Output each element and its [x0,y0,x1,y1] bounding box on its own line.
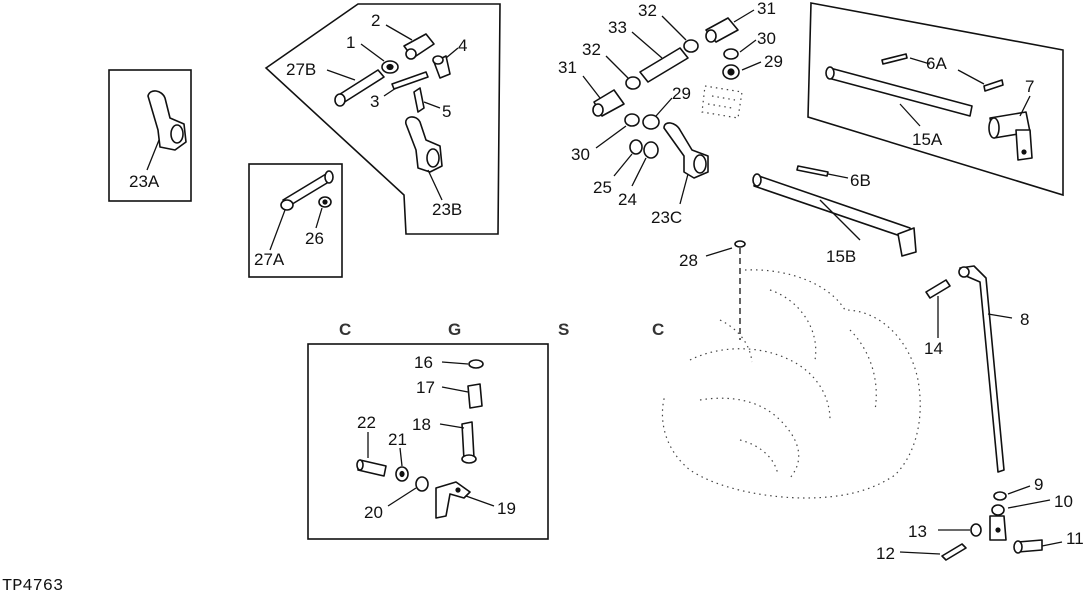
callout-7: 7 [1025,77,1034,96]
box-27A-26 [248,163,343,278]
callout-8: 8 [1020,310,1029,329]
part-15B-shaft [752,173,917,257]
callout-22: 22 [357,413,376,432]
callout-29-upper: 29 [764,52,783,71]
callout-2: 2 [371,11,380,30]
part-27A-rod [269,170,334,251]
callout-23B: 23B [432,200,462,219]
part-32-nut-lower [605,55,641,90]
part-14-clip [925,279,951,338]
callout-31-upper: 31 [757,0,776,18]
part-27B-rod [326,69,385,107]
callout-23C: 23C [651,208,682,227]
part-31-end-upper [705,9,755,43]
part-31-end-lower [582,75,625,117]
callout-32-upper: 32 [638,1,657,20]
callout-1: 1 [346,33,355,52]
callout-10: 10 [1054,492,1073,511]
callout-30-lower: 30 [571,145,590,164]
watermark-letter-2: G [448,320,461,339]
part-23A-bracket [146,90,187,171]
part-3-pin [383,71,429,97]
callout-13: 13 [908,522,927,541]
watermark: C G S C [339,320,664,339]
part-8-link-rod [958,265,1013,473]
box-upper-linkage [264,3,501,235]
callout-23A: 23A [129,172,160,191]
part-22-pin [356,432,387,477]
callout-18: 18 [412,415,431,434]
part-7-arm [988,95,1033,161]
part-10-clevis [989,499,1051,541]
watermark-letter-3: S [558,320,569,339]
part-32-nut-upper [661,15,699,53]
part-6A-pin-upper [881,53,931,65]
part-20-washer [387,476,429,507]
part-23C-bracket [663,122,709,205]
callout-5: 5 [442,102,451,121]
part-23B-bracket [405,116,443,201]
dotted-housing-outline [661,85,921,499]
part-9-nut [993,485,1031,501]
part-28-rod [705,240,746,340]
part-26-washer [315,196,332,229]
callout-16: 16 [414,353,433,372]
part-15A-shaft [825,66,973,127]
part-4-bolt [432,47,459,79]
box-15A [807,2,1064,197]
callout-26: 26 [305,229,324,248]
callout-25: 25 [593,178,612,197]
part-5-clip [413,87,441,113]
watermark-letter-4: C [652,320,664,339]
part-13-washer [938,523,982,537]
box-lower-parts [307,343,549,540]
part-18-pin [439,421,477,464]
callout-6A: 6A [926,54,947,73]
part-19-yoke [435,481,495,519]
callout-33: 33 [608,18,627,37]
callout-9: 9 [1034,475,1043,494]
part-1-nut [360,43,399,74]
callout-29-lower: 29 [672,84,691,103]
callout-14: 14 [924,339,943,358]
callout-15A: 15A [912,130,943,149]
part-33-threaded-rod [631,31,689,83]
callout-30-upper: 30 [757,29,776,48]
part-25-washer [613,139,643,177]
part-16-washer [441,359,484,369]
part-29-nut-upper [722,61,762,80]
callout-21: 21 [388,430,407,449]
callout-31-lower: 31 [558,58,577,77]
callout-27B: 27B [286,60,316,79]
callout-19: 19 [497,499,516,518]
callout-32-lower: 32 [582,40,601,59]
watermark-letter-1: C [339,320,351,339]
part-17-spring [441,383,483,409]
callout-6B: 6B [850,171,871,190]
part-30-spring-lower [595,113,640,149]
part-29-nut-lower [642,97,673,130]
figure-reference: TP4763 [2,577,63,594]
callout-15B: 15B [826,247,856,266]
callout-4: 4 [458,36,467,55]
callout-12: 12 [876,544,895,563]
part-21-spacer [395,447,409,482]
callout-28: 28 [679,251,698,270]
callout-27A: 27A [254,250,285,269]
callout-20: 20 [364,503,383,522]
part-2-clevis [385,24,435,60]
callout-17: 17 [416,378,435,397]
callout-24: 24 [618,190,637,209]
callout-11: 11 [1066,529,1084,548]
box-23A [108,69,192,202]
part-24-washer [631,141,659,187]
part-30-spring-upper [723,39,757,60]
part-6B-pin [796,165,849,179]
part-6A-pin-lower [957,69,1004,92]
callout-3: 3 [370,92,379,111]
part-12-pin [899,543,967,561]
part-11-bolt [1013,539,1063,554]
